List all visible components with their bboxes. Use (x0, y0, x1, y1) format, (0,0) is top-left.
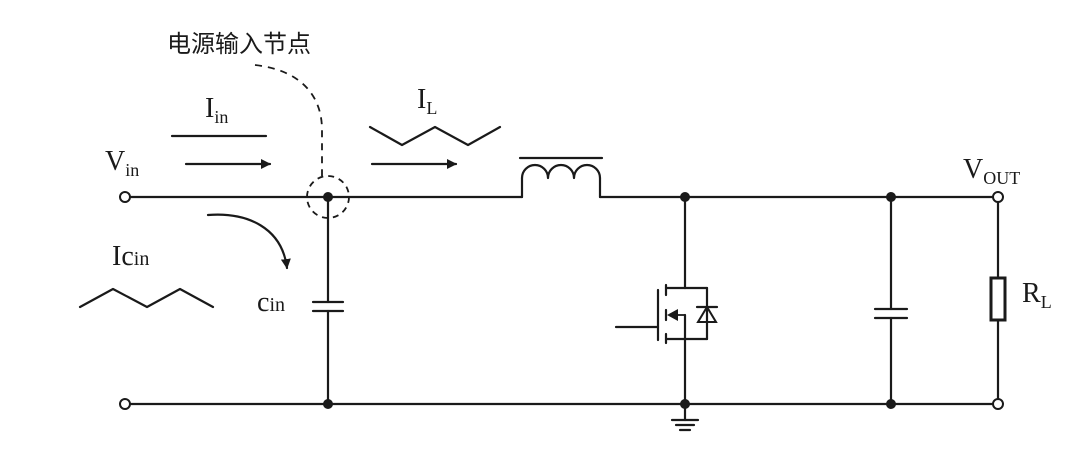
inductor (518, 156, 604, 199)
junction-switch-top (680, 192, 690, 202)
input-node-highlight (306, 175, 350, 219)
junction-cout-bottom (886, 399, 896, 409)
iin-label: Iin (205, 93, 228, 127)
il-ripple-waveform (368, 125, 502, 147)
rl-label: RL (1022, 278, 1052, 312)
vin-negative-terminal (119, 398, 131, 410)
junction-cout-top (886, 192, 896, 202)
annotation-leader (254, 64, 323, 176)
icin-arrow (206, 213, 291, 270)
icin-label: Icin (112, 241, 149, 272)
junction-cin-bottom (323, 399, 333, 409)
power-input-node-label: 电源输入节点 (167, 30, 311, 58)
junction-cin-top (323, 192, 333, 202)
output-capacitor (873, 195, 909, 406)
mosfet-switch (614, 195, 719, 406)
icin-ripple-waveform (78, 287, 215, 309)
il-label: IL (417, 84, 437, 118)
vout-label: VOUT (963, 154, 1020, 188)
cin-label: cin (257, 287, 285, 318)
input-capacitor (311, 195, 345, 406)
vout-negative-terminal (992, 398, 1004, 410)
vin-positive-terminal (119, 191, 131, 203)
vout-positive-terminal (992, 191, 1004, 203)
junction-switch-bottom (680, 399, 690, 409)
vin-label: Vin (105, 146, 139, 180)
load-resistor (989, 200, 1007, 401)
